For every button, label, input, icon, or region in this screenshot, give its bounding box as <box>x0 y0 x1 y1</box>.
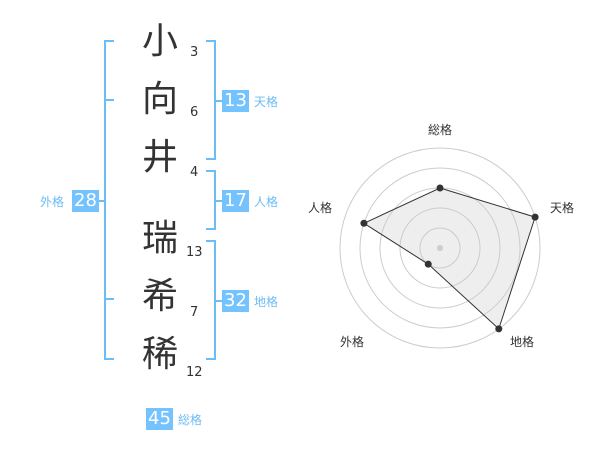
radar-chart <box>339 147 541 349</box>
jinkaku-bracket-connector <box>214 200 222 202</box>
chikaku-bracket-connector <box>214 300 222 302</box>
tenkaku-badge: 13 <box>222 90 249 112</box>
radar-point-4 <box>424 260 432 268</box>
stroke-count-1: 3 <box>190 45 199 60</box>
stroke-count-2: 6 <box>190 105 199 120</box>
radar-grid-ring <box>419 227 461 269</box>
name-char-3: 井 <box>141 137 178 178</box>
radar-point-3 <box>495 325 503 333</box>
gaikaku-bracket-tick <box>104 99 114 101</box>
stroke-count-6: 12 <box>186 365 203 380</box>
tenkaku-bracket-tick <box>206 40 216 42</box>
name-char-2: 向 <box>141 79 178 120</box>
chikaku-label: 地格 <box>254 295 279 309</box>
radar-data-area <box>363 188 536 329</box>
chikaku-bracket-tick <box>206 240 216 242</box>
jinkaku-badge: 17 <box>222 190 249 212</box>
jinkaku-bracket-tick <box>206 170 216 172</box>
tenkaku-bracket-connector <box>214 100 222 102</box>
stroke-count-3: 4 <box>190 165 199 180</box>
stroke-count-5: 7 <box>190 305 199 320</box>
gaikaku-bracket-tick <box>104 40 114 42</box>
radar-axis-label-chikaku: 地格 <box>510 335 535 349</box>
jinkaku-label: 人格 <box>254 195 279 209</box>
name-char-4: 瑞 <box>141 218 178 259</box>
name-char-5: 希 <box>141 276 178 317</box>
name-char-6: 稀 <box>141 334 178 375</box>
soukaku-label: 総格 <box>178 413 203 427</box>
radar-grid-ring <box>359 167 521 329</box>
gaikaku-bracket-tick <box>104 358 114 360</box>
radar-grid-ring <box>399 207 481 289</box>
radar-axis-label-gaikaku: 外格 <box>340 335 365 349</box>
name-char-1: 小 <box>141 21 178 62</box>
radar-axis-label-tenkaku: 天格 <box>550 201 575 215</box>
gaikaku-badge: 28 <box>72 190 99 212</box>
gaikaku-bracket-connector <box>98 200 106 202</box>
gaikaku-bracket-tick <box>104 298 114 300</box>
chikaku-badge: 32 <box>222 290 249 312</box>
soukaku-badge: 45 <box>146 408 173 430</box>
radar-point-1 <box>436 184 444 192</box>
radar-data-polygon <box>362 187 536 330</box>
radar-point-2 <box>531 213 539 221</box>
radar-center-dot <box>437 245 443 251</box>
radar-point-5 <box>360 219 368 227</box>
stroke-count-4: 13 <box>186 245 203 260</box>
chikaku-bracket-tick <box>206 358 216 360</box>
radar-grid-ring <box>339 147 541 349</box>
tenkaku-bracket-tick <box>206 158 216 160</box>
radar-axis-label-jinkaku: 人格 <box>308 201 333 215</box>
tenkaku-label: 天格 <box>254 95 279 109</box>
jinkaku-bracket-tick <box>206 228 216 230</box>
gaikaku-label: 外格 <box>40 195 65 209</box>
radar-axis-label-soukaku: 総格 <box>428 123 453 137</box>
